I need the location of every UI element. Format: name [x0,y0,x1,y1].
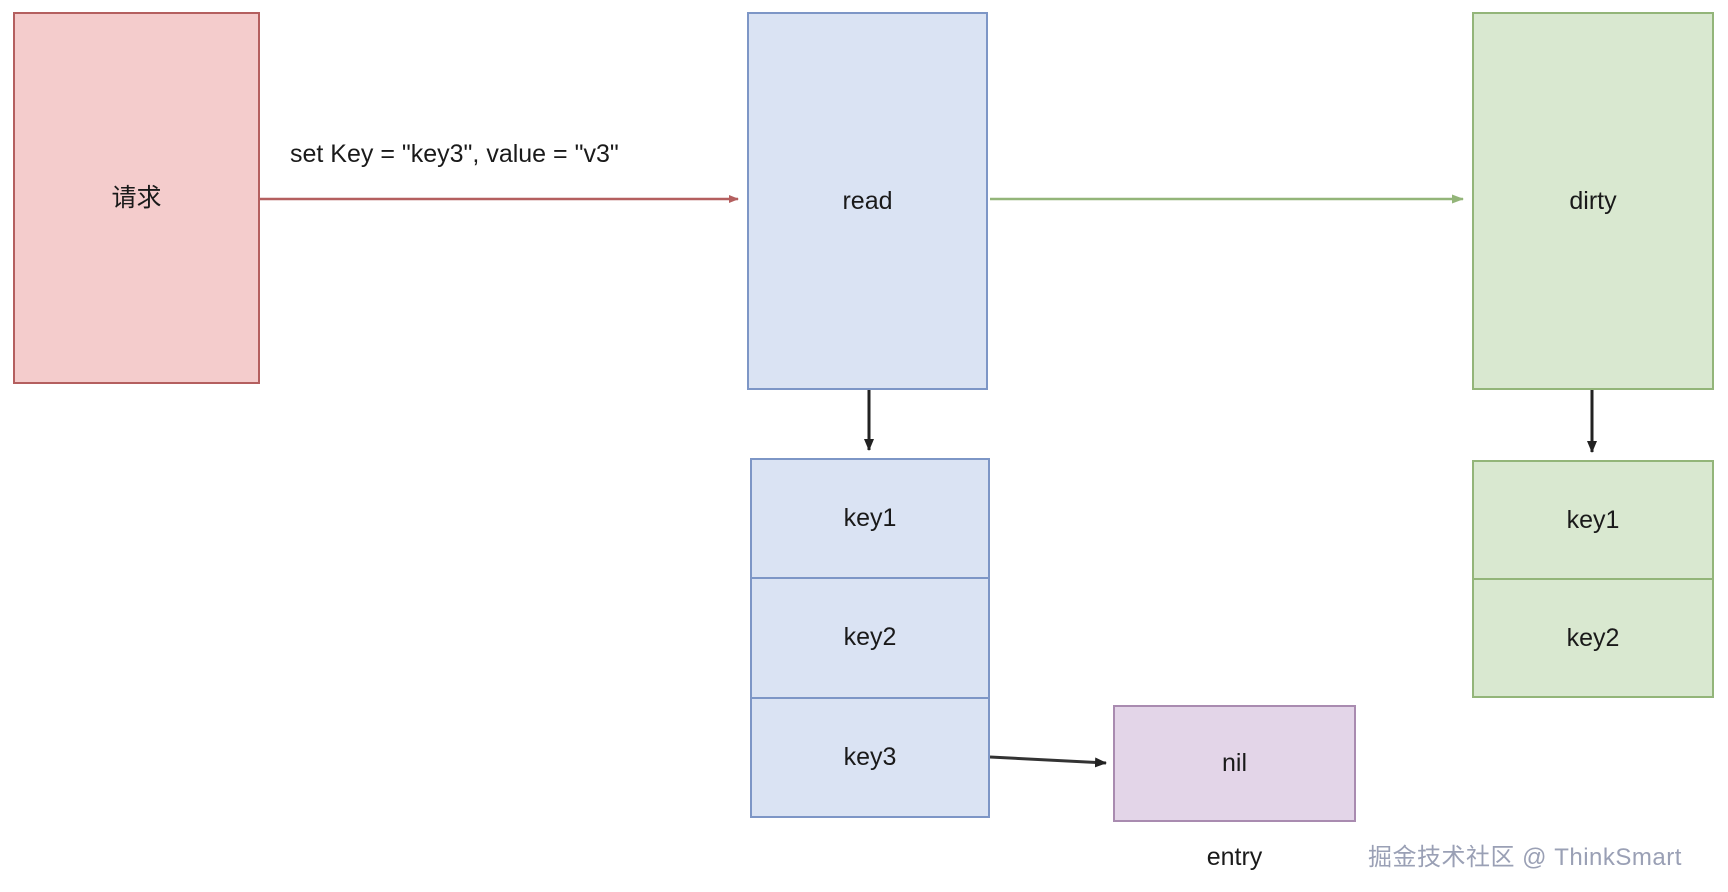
node-read-label: read [842,186,893,215]
read-key-label: key1 [843,504,897,533]
node-entry-label: nil [1221,749,1247,777]
dirty-key-label: key2 [1566,623,1620,652]
dirty-key-cell[interactable]: key2 [1474,578,1712,696]
read-key-label: key3 [843,742,897,771]
entry-caption: entry [1206,843,1263,871]
read-key-cell[interactable]: key1 [752,460,988,577]
edge-request-to-read-label: set Key = "key3", value = "v3" [290,140,619,168]
node-dirty-label: dirty [1569,186,1617,215]
dirty-key-label: key1 [1566,505,1620,534]
read-key-cell[interactable]: key3 [752,696,988,816]
node-request[interactable]: 请求 [13,12,260,384]
dirty-key-list: key1 key2 [1472,460,1714,698]
read-key-list: key1 key2 key3 [750,458,990,818]
node-request-label: 请求 [111,183,162,212]
watermark: 掘金技术社区 @ ThinkSmart [1368,844,1682,871]
node-read[interactable]: read [747,12,988,390]
edge-key3-to-entry [989,755,1107,768]
read-key-cell[interactable]: key2 [752,577,988,696]
node-dirty[interactable]: dirty [1472,12,1714,390]
read-key-label: key2 [843,623,897,652]
dirty-key-cell[interactable]: key1 [1474,462,1712,578]
node-entry[interactable]: nil [1113,705,1356,822]
